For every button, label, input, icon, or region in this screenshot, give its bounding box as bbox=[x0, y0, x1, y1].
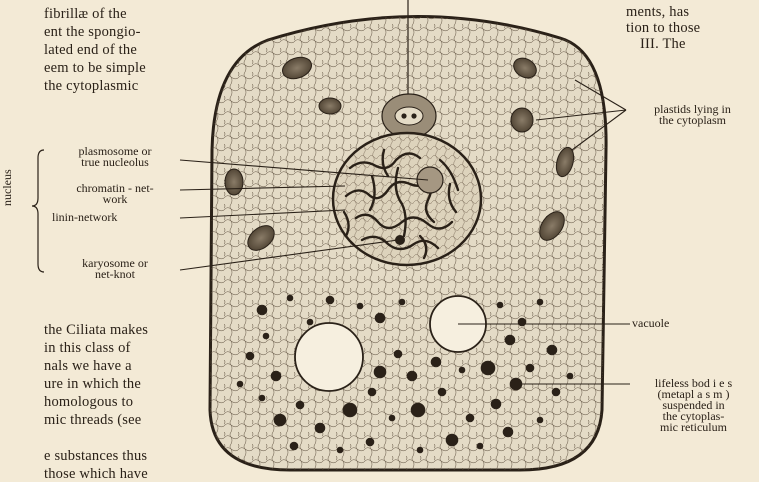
label-lifeless-bodies: lifeless bod i e s (metapl a s m ) suspe… bbox=[628, 378, 759, 433]
label-plasmosome: plasmosome or true nucleolus bbox=[50, 146, 180, 168]
vacuole bbox=[295, 323, 363, 391]
label-plastids: plastids lying in the cytoplasm bbox=[626, 104, 759, 126]
label-plastids-line2: the cytoplasm bbox=[626, 115, 759, 126]
label-karyosome-line2: net-knot bbox=[50, 269, 180, 280]
label-linin: linin-network bbox=[52, 212, 117, 223]
label-plasmosome-line2: true nucleolus bbox=[50, 157, 180, 168]
plasmosome bbox=[417, 167, 443, 193]
nucleus bbox=[333, 133, 481, 265]
label-vacuole: vacuole bbox=[632, 318, 669, 329]
nucleus-group-label: nucleus bbox=[2, 169, 13, 206]
label-chromatin-line2: work bbox=[50, 194, 180, 205]
centrosome bbox=[382, 94, 436, 138]
label-chromatin: chromatin - net- work bbox=[50, 183, 180, 205]
plastid bbox=[511, 108, 533, 132]
label-lifeless-line5: mic reticulum bbox=[628, 422, 759, 433]
nucleus-brace bbox=[32, 150, 44, 272]
label-karyosome: karyosome or net-knot bbox=[50, 258, 180, 280]
plastid bbox=[319, 98, 341, 114]
plastid bbox=[225, 169, 243, 195]
